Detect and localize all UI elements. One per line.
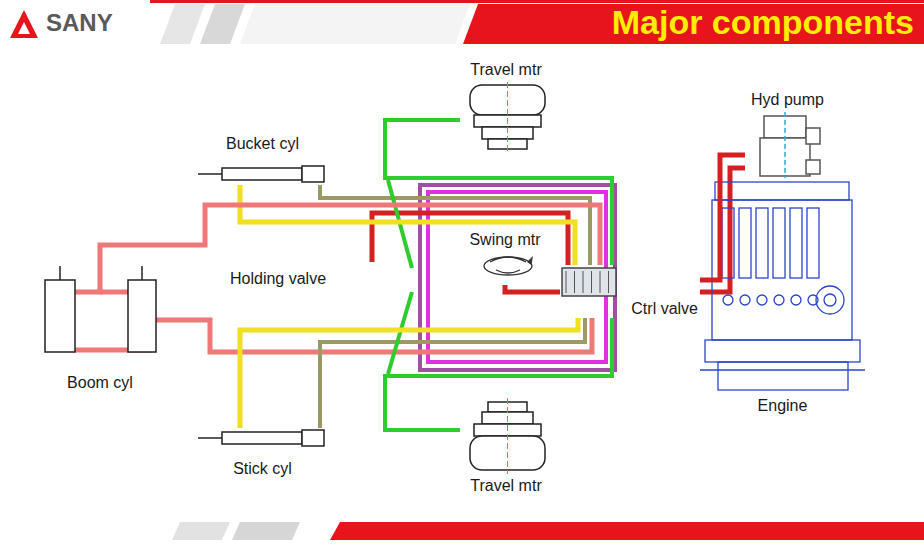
logo-text: SANY <box>44 9 115 37</box>
header-stripe <box>160 4 205 44</box>
control-valve <box>562 268 616 296</box>
stick-cylinder: Stick cyl <box>195 428 330 478</box>
hose <box>160 318 592 352</box>
hydraulic-line <box>385 120 612 265</box>
part-label: Holding valve <box>228 270 328 288</box>
travel-motor: Travel mtr <box>460 60 552 152</box>
hose <box>320 318 585 428</box>
boom-cylinder <box>45 266 156 352</box>
component-label: Boom cyl <box>65 373 135 392</box>
hydraulic-line <box>100 205 600 265</box>
page-title: Major components <box>612 1 914 43</box>
hydraulic-pump <box>760 112 820 178</box>
footer-stripe <box>172 522 230 540</box>
component-label: Swing mtr <box>467 230 542 249</box>
boom-cylinder: Boom cyl <box>40 262 160 392</box>
header-stripe <box>200 4 245 44</box>
component-label: Stick cyl <box>231 459 294 478</box>
swing-motor: Swing mtr <box>455 230 555 285</box>
bucket-cylinder: Bucket cyl <box>195 134 330 185</box>
engine: Engine <box>700 180 865 415</box>
component-label: Engine <box>756 396 810 415</box>
center-line <box>507 82 508 152</box>
hose <box>320 185 590 265</box>
hydraulic-pump: Hyd pump <box>745 90 830 178</box>
logo-icon <box>18 22 30 34</box>
component-label: Bucket cyl <box>224 134 301 153</box>
swing-motor <box>484 257 532 275</box>
logo-icon <box>10 10 38 38</box>
header-stripe <box>240 4 470 44</box>
hydraulic-line <box>505 285 560 292</box>
component-label: Travel mtr <box>468 476 543 495</box>
engine <box>700 182 865 390</box>
footer-band <box>330 522 924 540</box>
hydraulic-line <box>385 318 612 430</box>
stick-cylinder <box>198 430 324 446</box>
control-valve: Ctrl valve <box>560 265 700 318</box>
footer-stripe <box>232 522 300 540</box>
hydraulic-line <box>700 155 745 280</box>
bucket-cylinder <box>198 166 324 182</box>
center-line <box>507 398 508 474</box>
component-label: Ctrl valve <box>629 299 700 318</box>
travel-motor: Travel mtr <box>460 398 552 495</box>
component-label: Hyd pump <box>749 90 826 109</box>
hydraulic-line <box>240 185 575 265</box>
header-line <box>150 0 924 3</box>
hose <box>388 292 412 374</box>
hydraulic-line <box>240 318 578 428</box>
component-label: Travel mtr <box>468 60 543 79</box>
